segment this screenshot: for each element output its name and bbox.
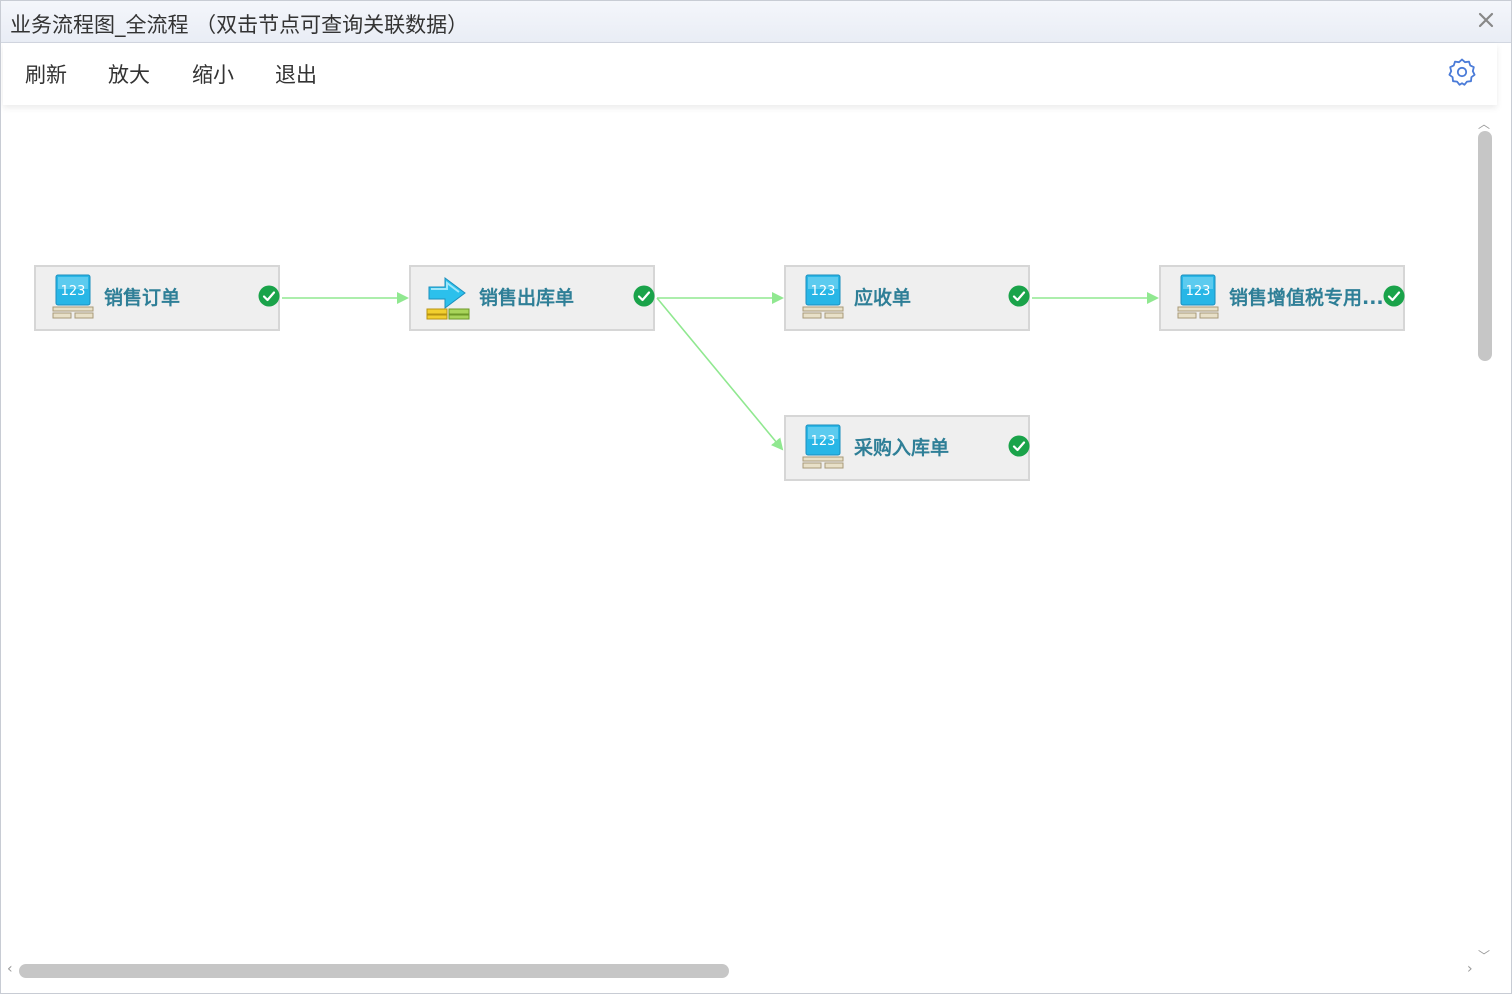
flow-node-receivable[interactable]: 123 应收单 xyxy=(784,265,1030,331)
flow-node-vat-invoice[interactable]: 123 销售增值税专用... xyxy=(1159,265,1405,331)
dialog-title: 业务流程图_全流程 （双击节点可查询关联数据） xyxy=(10,13,469,37)
node-label: 应收单 xyxy=(854,287,912,309)
scroll-right-icon[interactable]: › xyxy=(1467,961,1473,977)
svg-text:123: 123 xyxy=(811,434,836,449)
check-circle-icon xyxy=(633,285,655,307)
flow-canvas[interactable]: 123 销售订单 销售出库单 xyxy=(3,113,1473,953)
svg-text:123: 123 xyxy=(1186,284,1211,299)
scroll-down-icon[interactable]: ﹀ xyxy=(1478,949,1491,963)
node-label: 销售出库单 xyxy=(479,287,575,309)
node-label: 采购入库单 xyxy=(854,437,950,459)
refresh-button[interactable]: 刷新 xyxy=(25,63,67,87)
flow-node-sales-outbound[interactable]: 销售出库单 xyxy=(409,265,655,331)
scroll-up-icon[interactable]: ︿ xyxy=(1478,117,1491,131)
flow-edges xyxy=(282,292,1159,451)
zoom-in-button[interactable]: 放大 xyxy=(108,63,150,87)
check-circle-icon xyxy=(1383,285,1405,307)
vertical-scrollbar-thumb[interactable] xyxy=(1478,131,1492,361)
flow-node-purchase-inbound[interactable]: 123 采购入库单 xyxy=(784,415,1030,481)
gear-icon[interactable] xyxy=(1447,57,1477,87)
node-label: 销售增值税专用... xyxy=(1229,287,1384,309)
document-123-icon: 123 xyxy=(802,274,844,319)
svg-text:123: 123 xyxy=(61,284,86,299)
title-bar: 业务流程图_全流程 （双击节点可查询关联数据） xyxy=(1,1,1511,43)
node-label: 销售订单 xyxy=(104,287,181,309)
svg-text:123: 123 xyxy=(811,284,836,299)
flow-node-sales-order[interactable]: 123 销售订单 xyxy=(34,265,280,331)
document-123-icon: 123 xyxy=(52,274,94,319)
check-circle-icon xyxy=(1008,435,1030,457)
close-icon[interactable] xyxy=(1475,9,1497,31)
document-123-icon: 123 xyxy=(1177,274,1219,319)
check-circle-icon xyxy=(1008,285,1030,307)
check-circle-icon xyxy=(258,285,280,307)
exit-button[interactable]: 退出 xyxy=(275,63,317,87)
edge-outbound-to-purchase xyxy=(656,297,784,451)
outbound-arrow-icon xyxy=(426,277,470,320)
document-123-icon: 123 xyxy=(802,424,844,469)
toolbar: 刷新 放大 缩小 退出 xyxy=(3,43,1497,105)
horizontal-scrollbar-thumb[interactable] xyxy=(19,964,729,978)
zoom-out-button[interactable]: 缩小 xyxy=(192,63,234,87)
scroll-left-icon[interactable]: ‹ xyxy=(7,961,13,977)
